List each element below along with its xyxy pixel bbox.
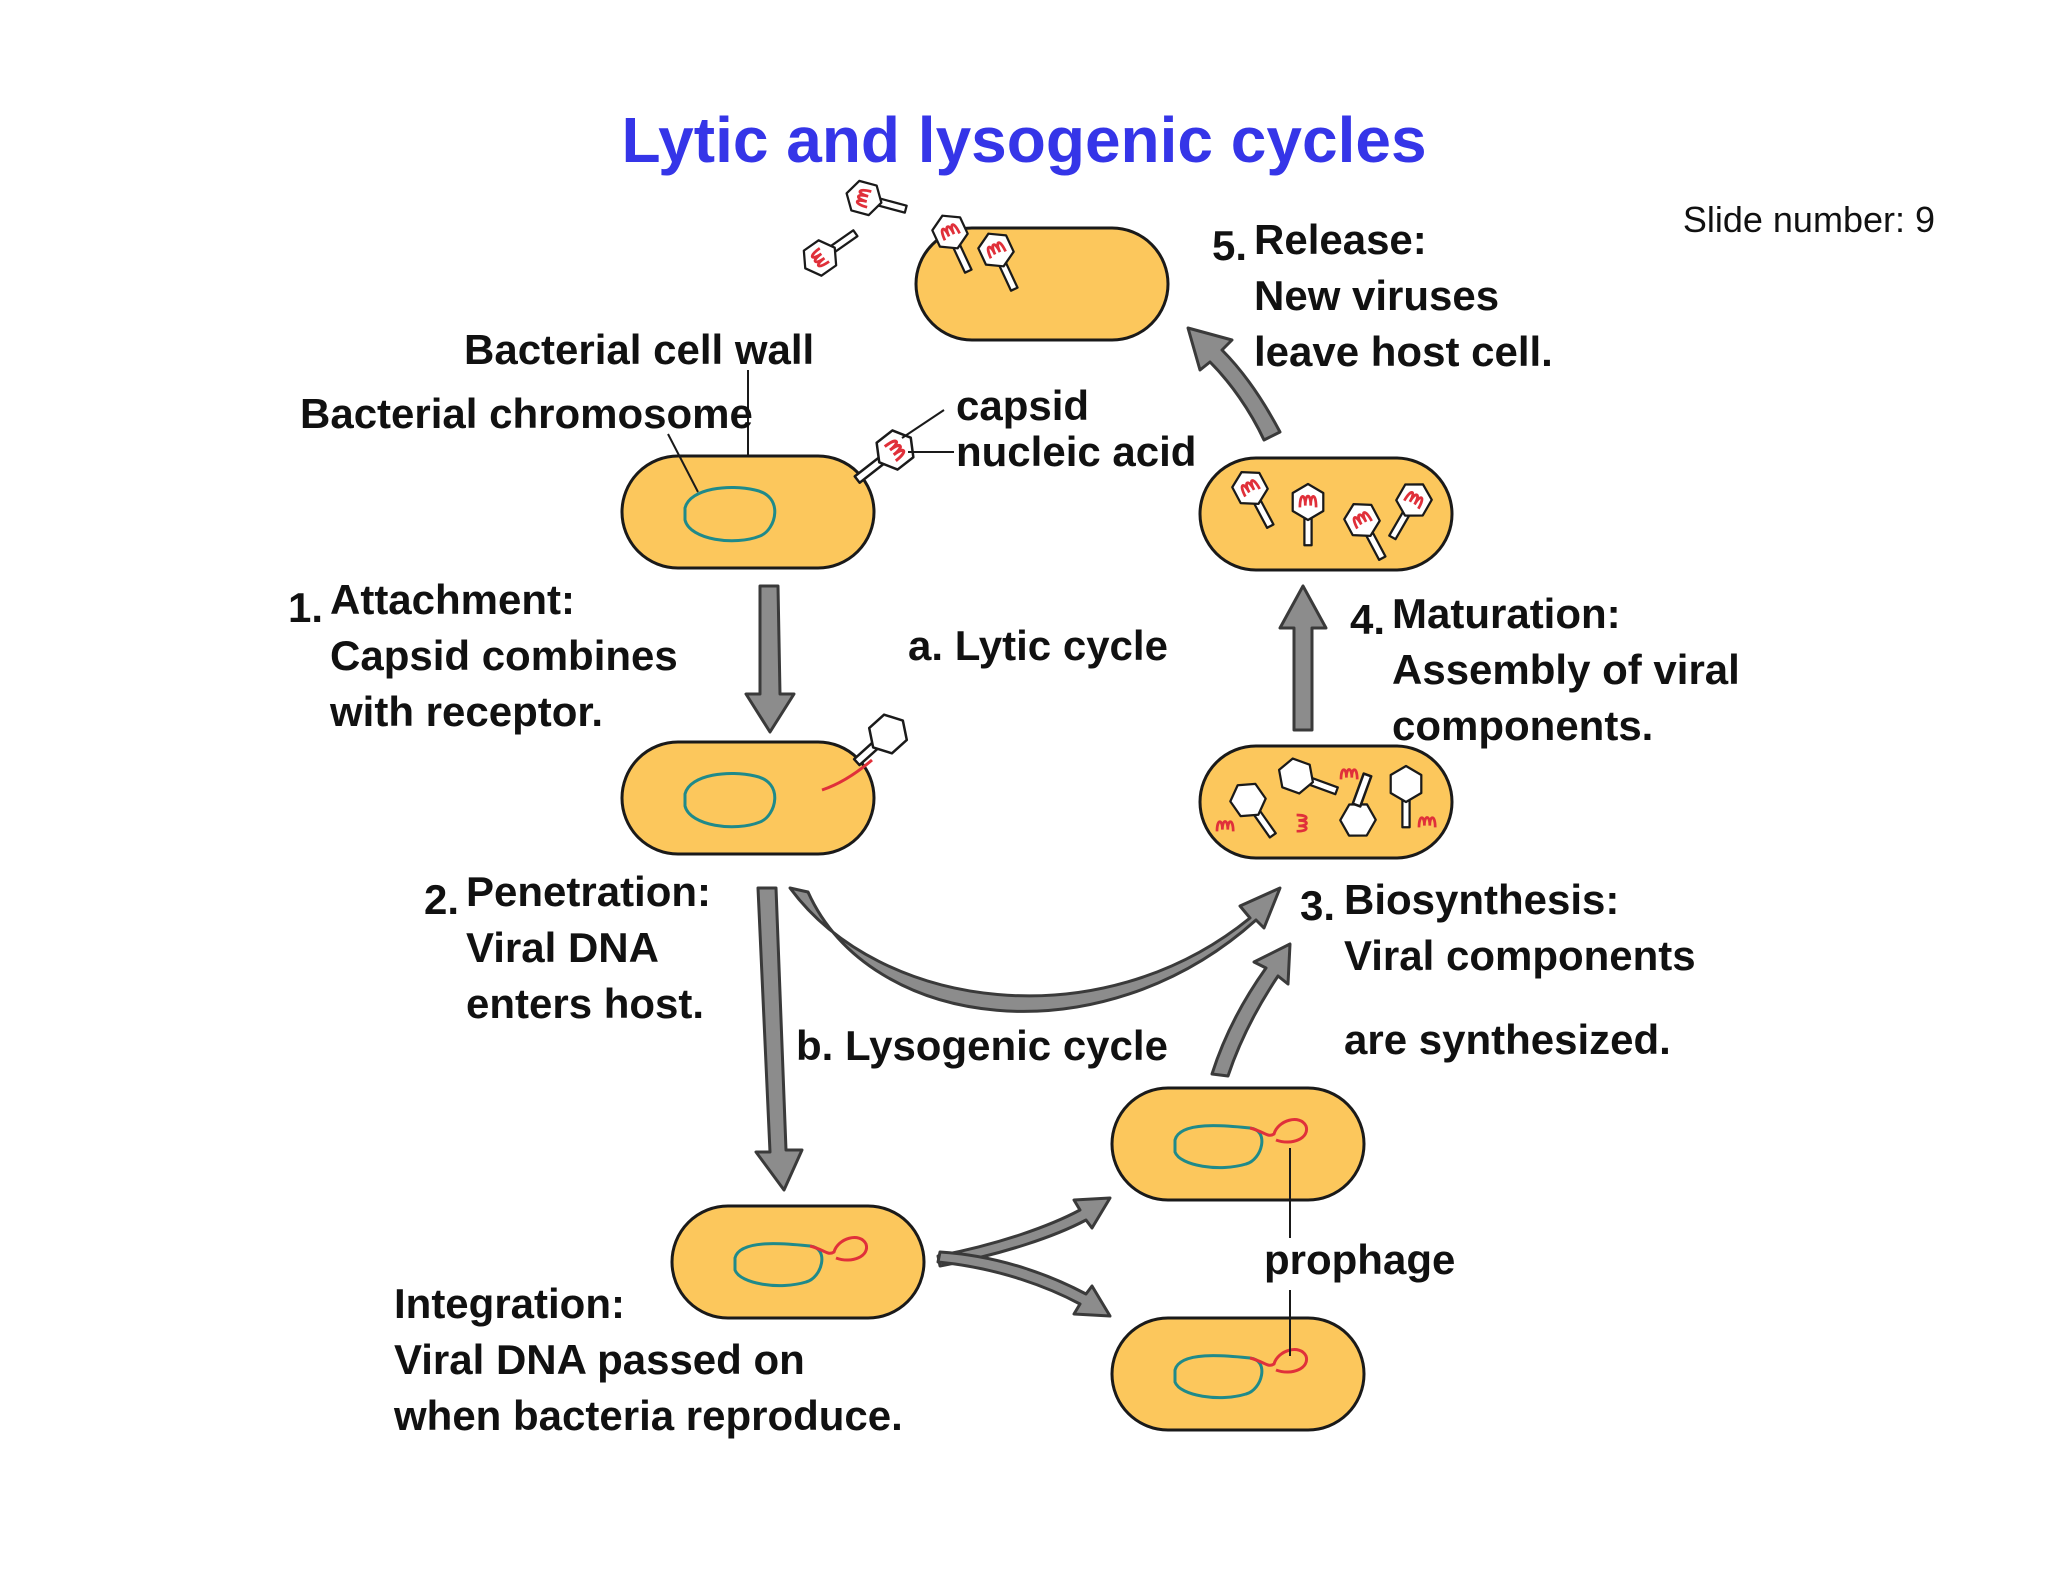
arrow-release-up — [1186, 326, 1282, 442]
page-title: Lytic and lysogenic cycles — [621, 104, 1426, 176]
step-biosynthesis: 3. Biosynthesis: Viral components are sy… — [1300, 876, 1696, 1063]
svg-text:3.: 3. — [1300, 882, 1335, 929]
svg-text:Assembly of viral: Assembly of viral — [1392, 646, 1740, 693]
svg-text:are synthesized.: are synthesized. — [1344, 1016, 1671, 1063]
svg-text:Maturation:: Maturation: — [1392, 590, 1621, 637]
leader-capsid — [901, 409, 945, 439]
step-maturation: 4. Maturation: Assembly of viral compone… — [1350, 590, 1740, 749]
arrow-maturation-up — [1278, 584, 1328, 732]
maturation-cell — [1198, 456, 1454, 572]
svg-text:with receptor.: with receptor. — [329, 688, 603, 735]
arrow-lytic-curve — [788, 886, 1282, 1013]
svg-text:when bacteria reproduce.: when bacteria reproduce. — [393, 1392, 903, 1439]
arrow-attachment-down — [744, 584, 796, 734]
label-chromosome: Bacterial chromosome — [300, 390, 753, 437]
label-prophage: prophage — [1264, 1236, 1455, 1283]
biosynthesis-cell — [1198, 744, 1454, 860]
label-capsid: capsid — [956, 382, 1089, 429]
svg-text:Release:: Release: — [1254, 216, 1427, 263]
svg-text:Viral DNA passed on: Viral DNA passed on — [394, 1336, 805, 1383]
svg-text:Viral components: Viral components — [1344, 932, 1696, 979]
prophage-cell-top — [1110, 1086, 1366, 1202]
svg-text:components.: components. — [1392, 702, 1653, 749]
svg-text:enters host.: enters host. — [466, 980, 704, 1027]
svg-text:Biosynthesis:: Biosynthesis: — [1344, 876, 1619, 923]
step-attachment: 1. Attachment: Capsid combines with rece… — [288, 576, 678, 735]
step-integration: Integration: Viral DNA passed on when ba… — [393, 1280, 903, 1439]
initial-cell — [620, 454, 876, 570]
empty-capsid — [852, 713, 909, 767]
leader-chromosome — [667, 433, 699, 493]
bacterial-chromosome — [683, 485, 777, 543]
attachment-cell — [620, 740, 876, 856]
svg-text:Integration:: Integration: — [394, 1280, 625, 1327]
arrow-to-prophage-bottom — [936, 1250, 1112, 1318]
svg-text:Attachment:: Attachment: — [330, 576, 575, 623]
svg-text:Viral DNA: Viral DNA — [466, 924, 659, 971]
svg-text:2.: 2. — [424, 876, 459, 923]
integration-cell — [670, 1204, 926, 1320]
released-virus-1 — [841, 177, 912, 226]
svg-text:4.: 4. — [1350, 596, 1385, 643]
svg-text:leave host cell.: leave host cell. — [1254, 328, 1553, 375]
arrow-penetration-down — [754, 886, 804, 1192]
released-virus-2 — [795, 219, 866, 283]
label-lysogenic-cycle: b. Lysogenic cycle — [796, 1022, 1168, 1069]
arrow-to-prophage-top — [936, 1196, 1112, 1268]
step-release: 5. Release: New viruses leave host cell. — [1212, 216, 1553, 375]
label-cell-wall: Bacterial cell wall — [464, 326, 814, 373]
svg-text:1.: 1. — [288, 584, 323, 631]
slide-number: Slide number: 9 — [1683, 199, 1935, 240]
prophage-cell-bottom — [1110, 1316, 1366, 1432]
label-nucleic-acid: nucleic acid — [956, 428, 1196, 475]
step-penetration: 2. Penetration: Viral DNA enters host. — [424, 868, 711, 1027]
svg-text:New viruses: New viruses — [1254, 272, 1499, 319]
arrow-lysogenic-up — [1210, 942, 1292, 1078]
label-lytic-cycle: a. Lytic cycle — [908, 622, 1168, 669]
svg-text:Penetration:: Penetration: — [466, 868, 711, 915]
svg-text:5.: 5. — [1212, 222, 1247, 269]
svg-text:Capsid combines: Capsid combines — [330, 632, 678, 679]
release-cell — [914, 207, 1170, 342]
